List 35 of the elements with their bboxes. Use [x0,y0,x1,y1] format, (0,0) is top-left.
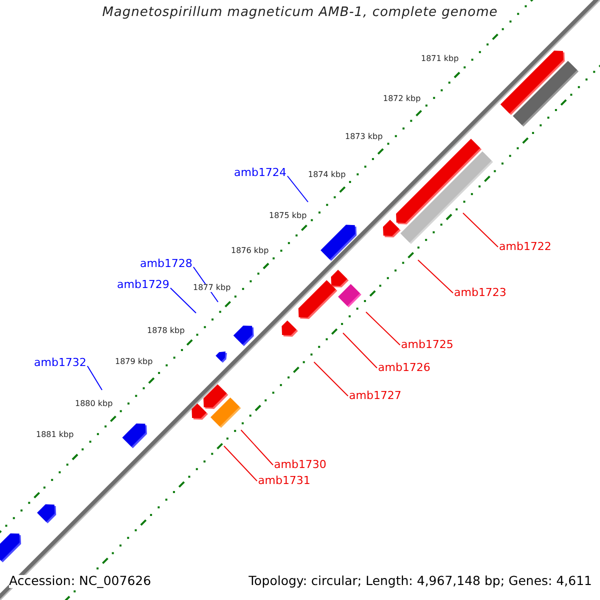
gene-label: amb1730 [274,459,326,470]
leader-line [366,312,400,346]
scale-label: 1877 kbp [192,284,232,292]
scale-label: 1879 kbp [114,358,154,366]
gene-label: amb1723 [454,287,506,298]
leader-line [462,212,498,248]
gene-label: amb1729 [117,279,170,290]
scale-label: 1872 kbp [382,95,422,103]
gene-label: amb1727 [349,390,402,401]
scale-label: 1876 kbp [230,247,270,255]
gene-label: amb1722 [499,241,552,252]
scale-label: 1880 kbp [74,400,114,408]
chart-title: Magnetospirillum magneticum AMB-1, complete genome [101,6,499,19]
leader-line [240,430,274,466]
gene-label: amb1725 [401,339,454,350]
footer-text: Topology: circular; Length: 4,967,148 bp; Genes: 4,611 [248,575,592,588]
gene-label: amb1731 [258,475,310,486]
leader-line [418,260,454,294]
gene-label: amb1728 [140,258,192,269]
scale-label: 1881 kbp [35,431,75,439]
gene-label: amb1732 [34,357,86,368]
leader-line [170,288,196,314]
scale-label: 1878 kbp [146,327,186,335]
leader-line [314,362,348,396]
scale-label: 1874 kbp [307,171,347,179]
gene-label: amb1724 [234,167,286,178]
leader-line [286,176,308,202]
scale-label: 1873 kbp [344,133,384,141]
leader-line [224,446,258,482]
scale-label: 1871 kbp [420,55,460,63]
footer-text: Accession: NC_007626 [9,575,152,588]
scale-label: 1875 kbp [268,212,308,220]
gene-label: amb1726 [378,362,430,373]
leader-line [86,366,102,390]
leader-line [342,332,378,368]
